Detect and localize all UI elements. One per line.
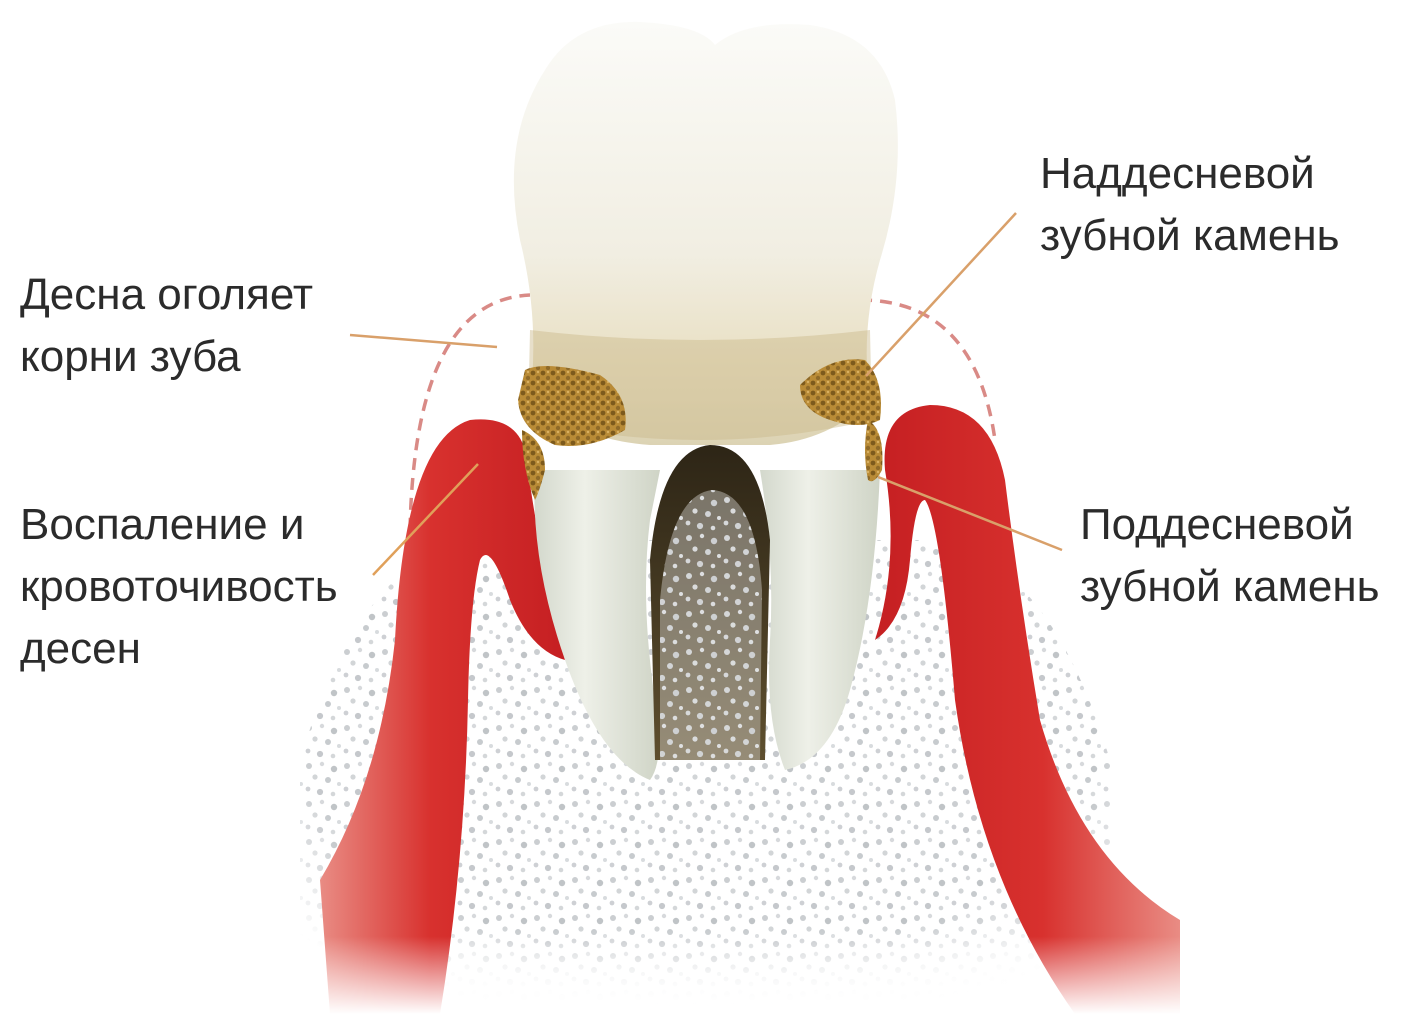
label-inflammation: Воспаление и кровоточивость десен — [20, 494, 338, 680]
label-inflammation-line-2: кровоточивость — [20, 556, 338, 618]
label-inflammation-line-1: Воспаление и — [20, 494, 338, 556]
gum-fade-bottom — [300, 820, 1200, 1014]
label-subgingival-line-1: Поддесневой — [1080, 494, 1380, 556]
label-inflammation-line-3: десен — [20, 618, 338, 680]
label-subgingival-line-2: зубной камень — [1080, 556, 1380, 618]
label-gum-recession: Десна оголяет корни зуба — [20, 264, 313, 388]
label-subgingival-calculus: Поддесневой зубной камень — [1080, 494, 1380, 618]
label-gum-recession-line-1: Десна оголяет — [20, 264, 313, 326]
leader-line-supragingival — [866, 213, 1016, 376]
subgingival-calculus-right — [865, 420, 882, 481]
label-supragingival-line-2: зубной камень — [1040, 205, 1340, 267]
label-supragingival-calculus: Наддесневой зубной камень — [1040, 143, 1340, 267]
furcation-bone-bg — [660, 490, 762, 760]
leader-line-gum-recession — [350, 335, 497, 347]
label-gum-recession-line-2: корни зуба — [20, 326, 313, 388]
label-supragingival-line-1: Наддесневой — [1040, 143, 1340, 205]
